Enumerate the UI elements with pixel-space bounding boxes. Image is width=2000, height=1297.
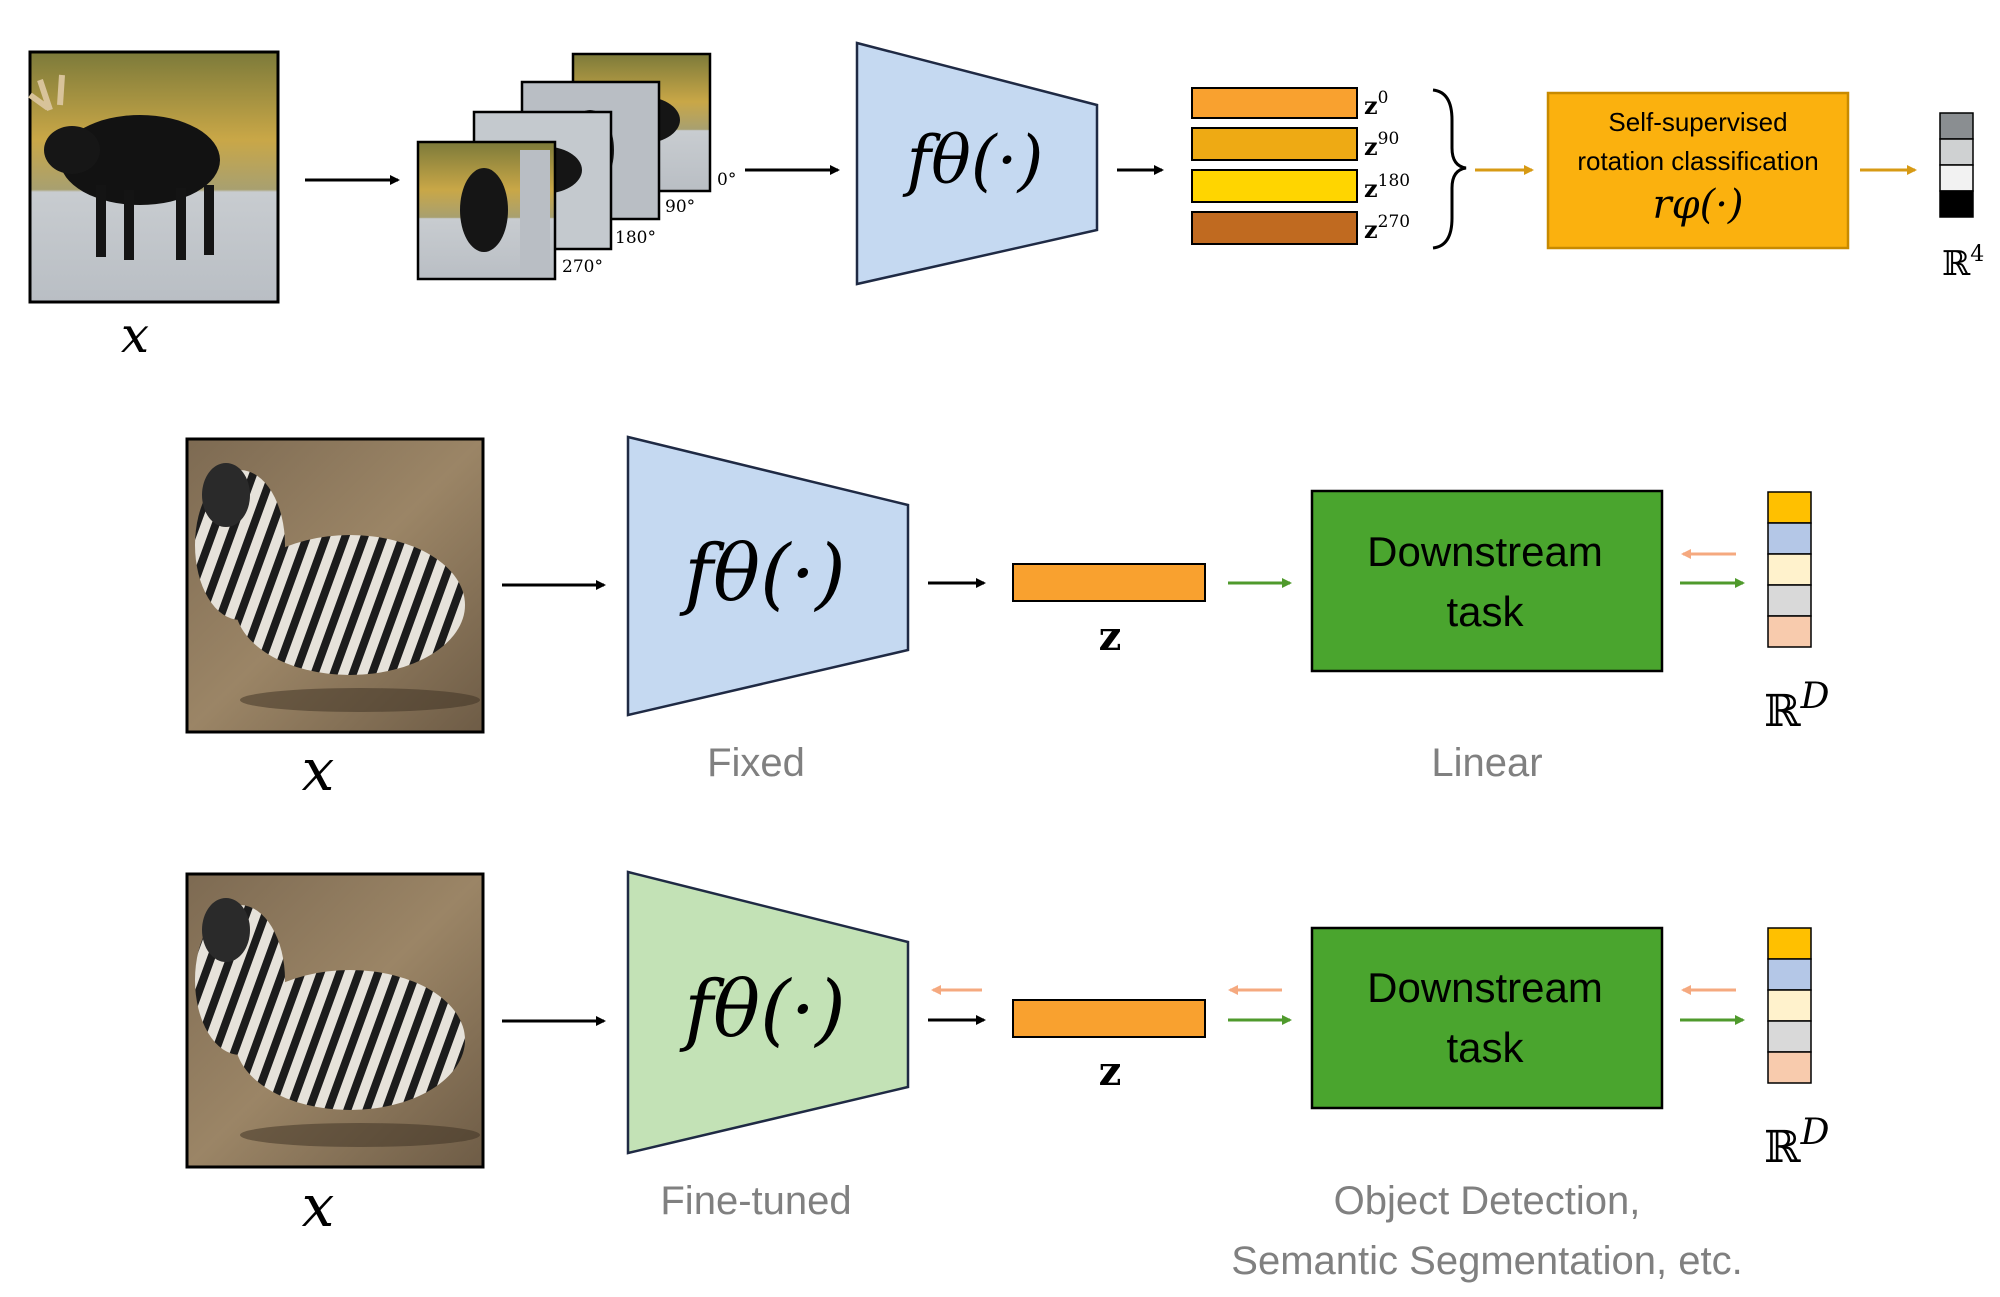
middle-feature-label: z [1099, 613, 1122, 660]
rotation-label-180: 180° [615, 228, 656, 248]
middle-task-line2: task [1446, 588, 1524, 635]
middle-feature-bar [1012, 563, 1206, 602]
rotation-label-90: 90° [665, 197, 695, 217]
middle-encoder-label: fθ(·) [679, 529, 845, 619]
middle-encoder [626, 435, 910, 717]
bottom-task-caption-line1: Object Detection, [1334, 1179, 1641, 1223]
feature-bar-z270 [1191, 211, 1358, 245]
top-row: x 0° 90° 180° 270° fθ(·) z0 z90 [28, 41, 1984, 364]
feature-bar-z180 [1191, 169, 1358, 203]
middle-task-caption: Linear [1431, 741, 1542, 785]
output-vector-rd-middle [1767, 491, 1812, 648]
middle-row: x fθ(·) Fixed z Downstream task Linear ℝ… [185, 435, 1830, 804]
rotation-classifier [1546, 91, 1850, 250]
middle-input-var: x [302, 736, 335, 804]
top-encoder [855, 41, 1099, 286]
bottom-task-line1: Downstream [1367, 964, 1603, 1011]
bottom-feature-bar [1012, 999, 1206, 1038]
bottom-row: x fθ(·) Fine-tuned z Downstream task Obj… [185, 870, 1830, 1283]
bottom-encoder [626, 870, 910, 1155]
middle-downstream-task [1310, 489, 1664, 673]
output-vector-r4 [1939, 112, 1974, 218]
middle-encoder-caption: Fixed [707, 741, 805, 785]
feature-label-z0: z0 [1364, 88, 1388, 120]
output-space-r4: ℝ4 [1942, 242, 1984, 284]
bottom-feature-label: z [1099, 1048, 1122, 1095]
classifier-line1: Self-supervised [1608, 107, 1787, 137]
rotation-label-270: 270° [562, 257, 603, 277]
rotated-stack [416, 52, 712, 281]
middle-task-line1: Downstream [1367, 528, 1603, 575]
bottom-encoder-caption: Fine-tuned [660, 1179, 851, 1223]
bottom-task-caption-line2: Semantic Segmentation, etc. [1231, 1239, 1742, 1283]
moose-image [28, 50, 280, 304]
top-input-var: x [121, 306, 149, 364]
rotation-label-0: 0° [717, 170, 736, 190]
bottom-output-space: ℝD [1764, 1112, 1830, 1173]
zebra-image-middle [185, 437, 485, 734]
top-encoder-label: fθ(·) [902, 122, 1044, 199]
middle-output-space: ℝD [1764, 676, 1830, 737]
bottom-downstream-task [1310, 926, 1664, 1110]
output-vector-rd-bottom [1767, 927, 1812, 1084]
feature-label-z180: z180 [1364, 171, 1410, 203]
bottom-encoder-label: fθ(·) [679, 965, 845, 1055]
classifier-line2: rotation classification [1577, 146, 1818, 176]
feature-brace [1432, 88, 1467, 250]
bottom-task-line2: task [1446, 1024, 1524, 1071]
feature-label-z90: z90 [1364, 129, 1399, 161]
feature-label-z270: z270 [1364, 212, 1410, 244]
zebra-image-bottom [185, 872, 485, 1169]
feature-bar-z90 [1191, 127, 1358, 161]
classifier-func: rφ(·) [1652, 182, 1743, 228]
feature-bar-z0 [1191, 87, 1358, 119]
bottom-input-var: x [302, 1172, 335, 1240]
